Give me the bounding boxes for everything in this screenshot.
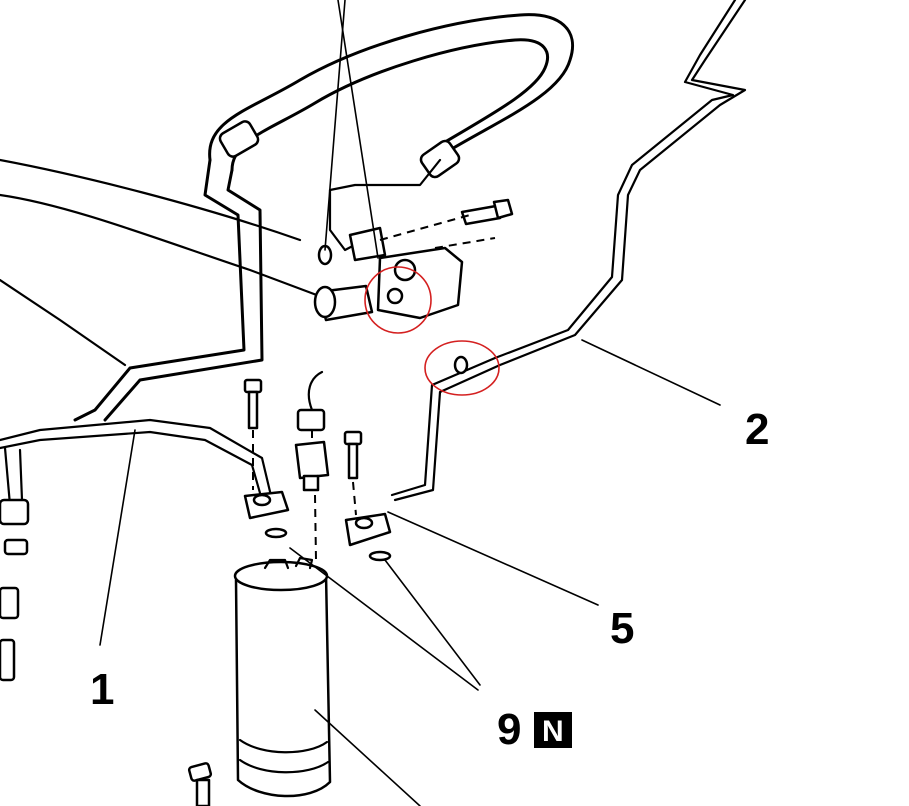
callout-2: 2 <box>745 405 769 454</box>
leader-line-2 <box>581 339 721 406</box>
callout-9-badge-letter: N <box>542 715 564 748</box>
highlight-circle-grommet <box>424 340 500 396</box>
pipe-grommet <box>453 355 469 375</box>
upper-hose <box>208 13 574 172</box>
callout-5: 5 <box>610 604 634 653</box>
frame-line <box>0 158 332 367</box>
hose-clamp-left <box>218 120 260 158</box>
wire-connector <box>294 370 330 561</box>
bolt-left <box>243 378 263 490</box>
top-leader-lines <box>324 0 379 259</box>
fuel-pipe-right <box>390 0 747 502</box>
connector-block <box>313 158 464 322</box>
leader-lines <box>99 339 721 806</box>
bolt-right <box>343 430 363 516</box>
bolt-bottom <box>187 762 213 806</box>
washer-left <box>264 527 288 539</box>
left-hose-pipe <box>73 158 264 422</box>
callout-9-badge: N <box>534 712 572 748</box>
callout-1: 1 <box>90 665 114 714</box>
leader-line-pump <box>314 709 421 806</box>
bracket-left <box>243 490 290 520</box>
left-fittings <box>0 498 30 682</box>
fuel-pipe-left <box>0 418 274 507</box>
fuel-pump <box>233 556 332 798</box>
leader-line-5 <box>387 511 599 606</box>
leader-line-9b <box>384 559 481 686</box>
callout-9: 9 <box>497 705 521 754</box>
washer-right <box>368 550 392 562</box>
bracket-right <box>344 512 392 547</box>
bolt-top <box>379 198 514 249</box>
leader-line-1 <box>99 429 136 646</box>
leader-line-9a <box>289 547 479 691</box>
highlight-circle-connector <box>364 266 432 334</box>
highlight-circles <box>364 266 500 396</box>
